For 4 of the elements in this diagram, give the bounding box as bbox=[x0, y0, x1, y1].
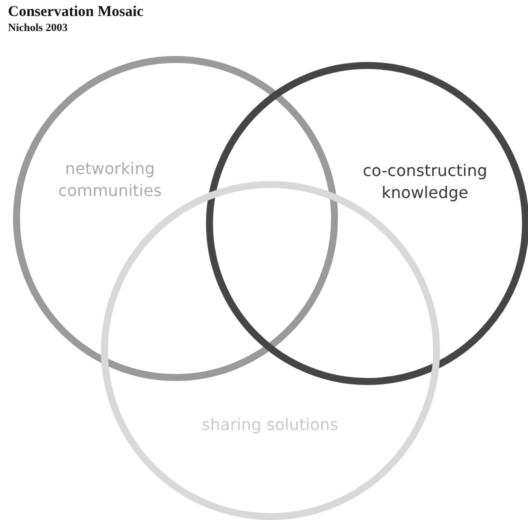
circle-label: co-constructing knowledge bbox=[362, 160, 488, 204]
title: Conservation Mosaic bbox=[8, 4, 144, 21]
subtitle: Nichols 2003 bbox=[8, 22, 68, 34]
circle-label: networking communities bbox=[57, 158, 163, 202]
